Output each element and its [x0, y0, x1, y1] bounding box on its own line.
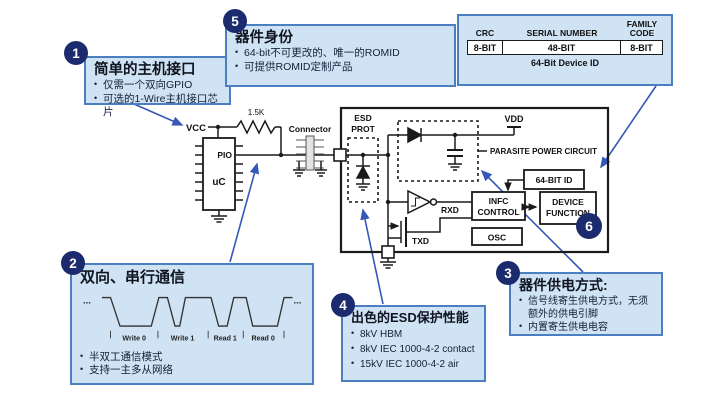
txd-label: TXD: [412, 236, 429, 246]
esd-cell: [347, 137, 379, 203]
parasite-label: PARASITE POWER CIRCUIT: [490, 147, 597, 156]
id-table-header-row: CRC SERIAL NUMBER FAMILY CODE: [467, 20, 663, 40]
waveform-ticks: [110, 330, 285, 339]
id-table-cell: 48-BIT: [503, 39, 621, 55]
callout-serial-comm: 双向、串行通信 ... ... Write 0 Write 1 Read 1 R…: [70, 263, 314, 385]
waveform-label-write0: Write 0: [122, 334, 146, 342]
waveform-ellipsis-right: ...: [294, 295, 302, 306]
id-table-cell-row: 8-BIT 48-BIT 8-BIT: [467, 39, 663, 55]
waveform-label-read1: Read 1: [214, 334, 237, 342]
callout-device-identity: 器件身份 64-bit不可更改的、唯一的ROMID 可提供ROMID定制产品: [225, 24, 456, 87]
arrow-parasite-power: [480, 169, 584, 273]
callout-title: 器件身份: [235, 30, 293, 46]
callout-bullet: 15kV IEC 1000-4-2 air: [351, 358, 476, 371]
arrow-device-id: [600, 85, 657, 169]
callout-bullet: 半双工通信模式: [80, 351, 304, 365]
waveform-label-write1: Write 1: [171, 334, 195, 342]
waveform-trace: [101, 296, 293, 327]
io-port-bottom: [381, 245, 395, 259]
id-table-header: CRC: [475, 27, 495, 38]
callout-esd-protection: 出色的ESD保护性能 8kV HBM 8kV IEC 1000-4-2 cont…: [341, 305, 486, 382]
badge-6: 6: [576, 213, 602, 239]
id64-label: 64-BIT ID: [536, 175, 573, 185]
callout-bullet: 可提供ROMID定制产品: [235, 61, 446, 75]
host-circuit: [195, 119, 334, 223]
id-table-cell: 8-BIT: [467, 39, 503, 55]
txd-mosfet: [388, 217, 472, 247]
bottom-ground-symbol: [380, 258, 396, 269]
infc-label-2: CONTROL: [477, 207, 519, 217]
callout-bullet: 支持一主多从网络: [80, 364, 304, 378]
id-table-header: FAMILY CODE: [626, 19, 658, 38]
esd-label-2: PROT: [351, 124, 375, 134]
callout-host-interface: 简单的主机接口 仅需一个双向GPIO 可选的1-Wire主机接口芯片: [84, 56, 231, 118]
id-table-cell: 8-BIT: [621, 39, 663, 55]
callout-title: 双向、串行通信: [80, 269, 186, 286]
waveform-ellipsis-left: ...: [83, 295, 91, 306]
junction-dots: [215, 124, 458, 205]
callout-power-mode: 器件供电方式: 信号线寄生供电方式，无须额外的供电引脚 内置寄生供电电容: [509, 272, 663, 336]
callout-bullet: 8kV IEC 1000-4-2 contact: [351, 343, 476, 356]
badge-5: 5: [223, 9, 247, 33]
id-table-caption: 64-Bit Device ID: [530, 57, 600, 68]
arrow-serial-comm: [229, 162, 260, 263]
callout-bullet: 可选的1-Wire主机接口芯片: [94, 93, 221, 120]
slave-outline: [339, 106, 610, 254]
arrow-esd: [360, 208, 384, 305]
callout-bullet: 仅需一个双向GPIO: [94, 79, 221, 93]
vdd-terminal: [507, 126, 521, 135]
infc-label-1: INFC: [489, 196, 509, 206]
vcc-label: VCC: [186, 123, 206, 134]
device-label-2: FUNCTION: [546, 208, 590, 218]
device-label-1: DEVICE: [552, 197, 584, 207]
badge-2: 2: [61, 251, 85, 275]
osc-label: OSC: [488, 233, 506, 243]
id64-to-infc-wire: [507, 179, 524, 189]
callout-bullet: 信号线寄生供电方式，无须额外的供电引脚: [519, 295, 653, 321]
uc-chip: [202, 137, 236, 211]
io-port-left: [333, 148, 347, 162]
badge-3: 3: [496, 261, 520, 285]
device-id-box: CRC SERIAL NUMBER FAMILY CODE 8-BIT 48-B…: [457, 14, 673, 86]
badge-1: 1: [64, 41, 88, 65]
id-table-header: SERIAL NUMBER: [526, 27, 598, 38]
callout-title: 出色的ESD保护性能: [351, 310, 469, 325]
callout-arrows: [133, 85, 657, 305]
callout-title: 简单的主机接口: [94, 62, 196, 78]
pio-label: PIO: [217, 150, 232, 160]
vdd-label: VDD: [504, 114, 524, 124]
waveform-label-read0: Read 0: [252, 334, 275, 342]
esd-label-1: ESD: [354, 113, 371, 123]
schematic-labels: VCC 1.5K PIO uC Connector ESD PROT VDD P…: [186, 108, 597, 246]
parasite-diode: [407, 126, 423, 144]
rxd-label: RXD: [441, 205, 459, 215]
connector-label: Connector: [289, 124, 332, 134]
onewire-waveform: ... ... Write 0 Write 1 Read 1 Read 0: [80, 290, 304, 350]
callout-bullet: 64-bit不可更改的、唯一的ROMID: [235, 47, 446, 61]
osc-block: [471, 227, 523, 246]
rxd-inverter: [388, 189, 472, 215]
callout-title: 器件供电方式:: [519, 277, 608, 293]
callout-bullet: 8kV HBM: [351, 328, 476, 341]
connector-grounds: [293, 161, 327, 177]
infc-control-block: [471, 191, 526, 221]
waveform-svg: ... ... Write 0 Write 1 Read 1 Read 0: [83, 295, 302, 342]
connector-symbol: [296, 135, 324, 171]
esd-diode: [355, 155, 371, 191]
parasite-capacitor: [447, 135, 463, 171]
ground-symbol: [211, 210, 227, 223]
uc-pins: [195, 145, 243, 201]
callout-bullet: 内置寄生供电电容: [519, 321, 653, 334]
resistor-value-label: 1.5K: [248, 108, 265, 117]
resistor-symbol: [236, 119, 276, 135]
badge-4: 4: [331, 293, 355, 317]
uc-label: uC: [212, 177, 225, 188]
